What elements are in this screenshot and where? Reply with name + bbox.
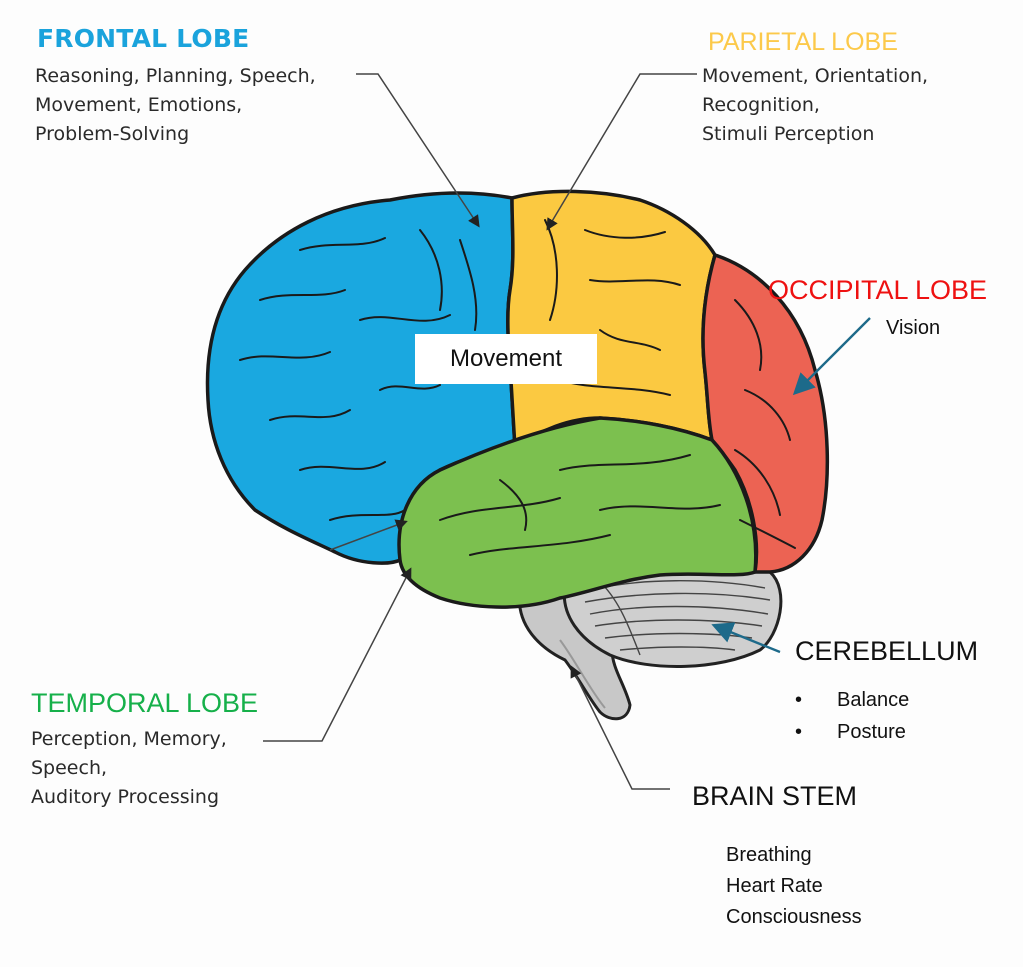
occipital-arrow xyxy=(792,317,871,396)
temporal-leader-line-2 xyxy=(329,519,408,551)
brain-stem-functions: Breathing Heart Rate Consciousness xyxy=(726,840,862,933)
occipital-lobe-function: Vision xyxy=(886,317,941,339)
movement-overlay-label: Movement xyxy=(415,334,597,384)
occipital-lobe-title: OCCIPITAL LOBE xyxy=(768,275,988,305)
bullet-icon: • xyxy=(795,721,803,743)
bullet-item: • Balance xyxy=(795,684,909,716)
blue-pointer-arrows xyxy=(711,317,871,654)
frontal-lobe-title: FRONTAL LOBE xyxy=(37,24,250,53)
function-line: Auditory Processing xyxy=(31,786,220,808)
function-line: Stimuli Perception xyxy=(702,123,875,145)
bullet-item: • Posture xyxy=(795,716,909,748)
function-line: Heart Rate xyxy=(726,875,823,897)
cerebellum-functions: • Balance • Posture xyxy=(795,684,909,748)
temporal-lobe-functions: Perception, Memory, Speech, Auditory Pro… xyxy=(31,725,227,812)
parietal-lobe-shape xyxy=(506,189,717,452)
function-line: Consciousness xyxy=(726,906,862,928)
temporal-lobe-shape xyxy=(397,416,758,609)
temporal-lobe-title: TEMPORAL LOBE xyxy=(31,688,259,718)
temporal-leader-line xyxy=(263,567,412,742)
function-line: Breathing xyxy=(726,844,812,866)
cerebellum-title: CEREBELLUM xyxy=(795,636,979,666)
brain-stem-title: BRAIN STEM xyxy=(692,781,858,811)
function-line: Recognition, xyxy=(702,94,820,116)
function-line: Speech, xyxy=(31,757,108,779)
parietal-leader-line xyxy=(546,73,697,231)
function-text: Posture xyxy=(837,721,906,743)
leader-lines xyxy=(263,73,697,790)
function-line: Movement, Emotions, xyxy=(35,94,243,116)
bullet-icon: • xyxy=(795,689,803,711)
cerebellum-arrow xyxy=(711,622,781,654)
brainstem-leader-line xyxy=(570,665,670,790)
function-line: Reasoning, Planning, Speech, xyxy=(35,65,316,87)
function-line: Problem-Solving xyxy=(35,123,190,145)
function-line: Movement, Orientation, xyxy=(702,65,929,87)
function-line: Perception, Memory, xyxy=(31,728,227,750)
brain-sulci xyxy=(239,219,796,556)
frontal-leader-line xyxy=(356,73,480,228)
parietal-lobe-functions: Movement, Orientation, Recognition, Stim… xyxy=(702,62,928,149)
parietal-lobe-title: PARIETAL LOBE xyxy=(708,28,898,56)
frontal-lobe-functions: Reasoning, Planning, Speech, Movement, E… xyxy=(35,62,316,149)
function-text: Balance xyxy=(837,689,910,711)
